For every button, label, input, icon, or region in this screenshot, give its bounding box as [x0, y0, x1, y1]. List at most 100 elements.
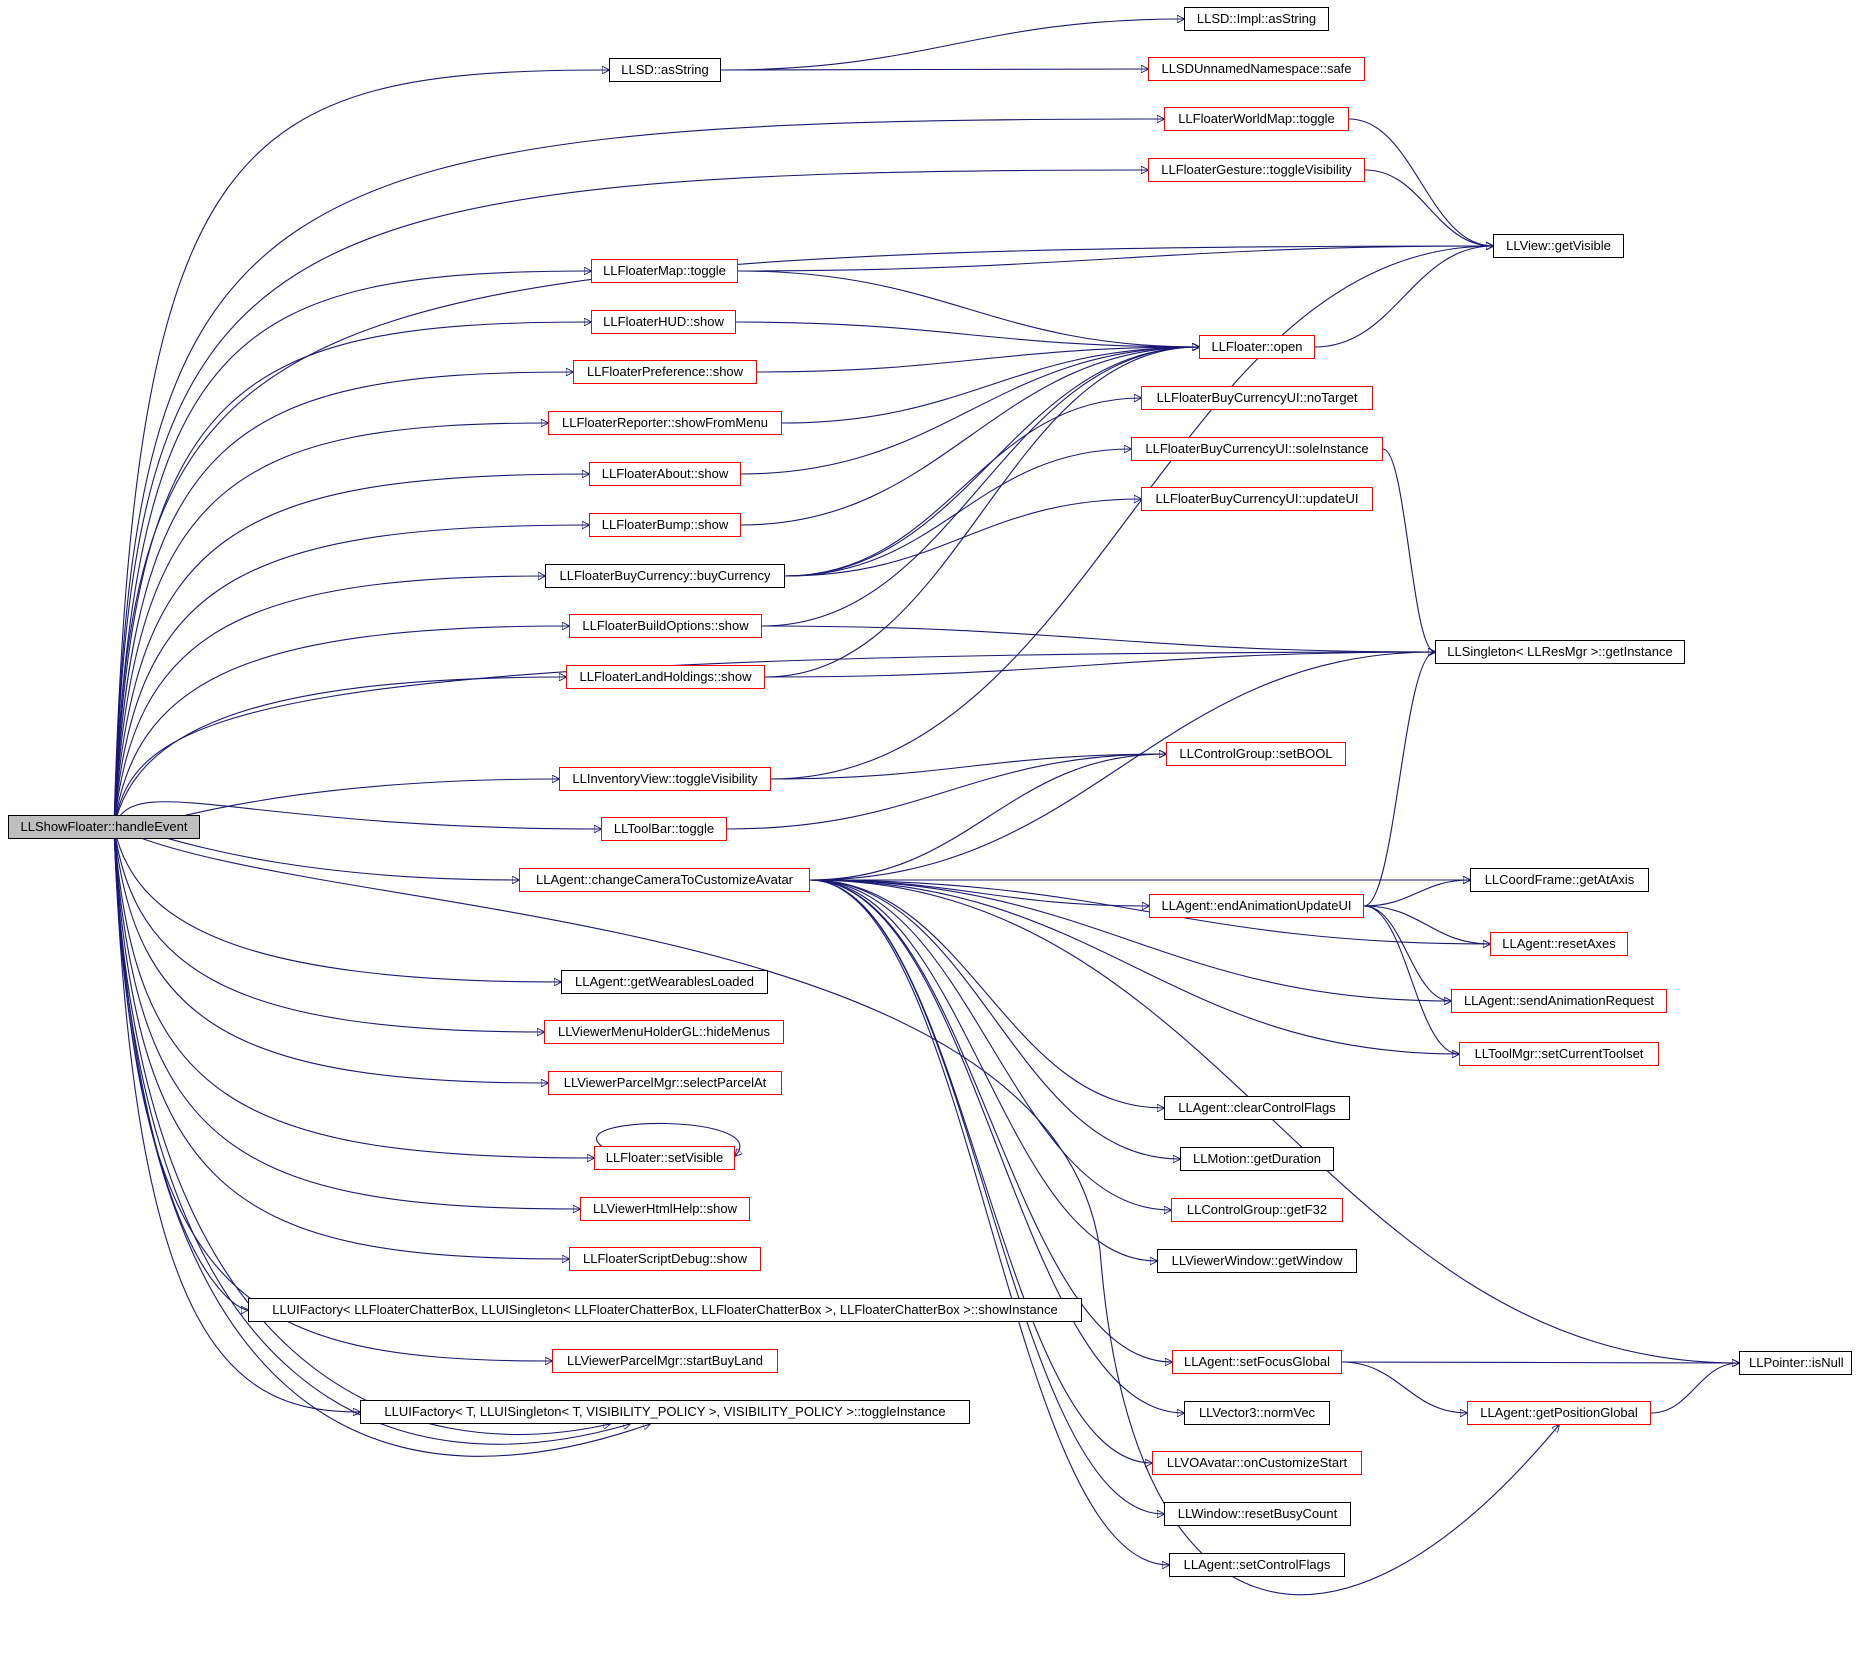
edge-n24-to-n45 — [809, 879, 1184, 1413]
edge-root-to-n44 — [113, 826, 360, 1412]
edge-root-to-n36 — [113, 826, 580, 1209]
node-llfloaterbump-show[interactable]: LLFloaterBump::show — [589, 513, 741, 537]
node-llsingleton-llresmgr-getinstance[interactable]: LLSingleton< LLResMgr >::getInstance — [1435, 640, 1685, 664]
node-llagent-resetaxes[interactable]: LLAgent::resetAxes — [1490, 932, 1628, 956]
node-llfloaterlandholdings-show[interactable]: LLFloaterLandHoldings::show — [566, 665, 765, 689]
node-llagent-getpositionglobal[interactable]: LLAgent::getPositionGlobal — [1467, 1401, 1651, 1425]
edge-root-to-n01 — [113, 70, 609, 828]
edge-root-to-n44-c — [113, 826, 650, 1457]
edge-n05-to-n06 — [1364, 169, 1493, 246]
node-llview-getvisible[interactable]: LLView::getVisible — [1493, 234, 1624, 258]
node-llfloaterbuildoptions-show[interactable]: LLFloaterBuildOptions::show — [569, 614, 762, 638]
node-llsd-asstring[interactable]: LLSD::asString — [609, 58, 721, 82]
node-llagent-clearcontrolflags[interactable]: LLAgent::clearControlFlags — [1164, 1096, 1350, 1120]
edge-n04-to-n06 — [1348, 118, 1493, 246]
node-lltoolbar-toggle[interactable]: LLToolBar::toggle — [601, 817, 727, 841]
edge-n07-to-n09 — [737, 270, 1199, 347]
node-llviewerwindow-getwindow[interactable]: LLViewerWindow::getWindow — [1157, 1249, 1357, 1273]
node-llviewermenuholdergl-hidemenus[interactable]: LLViewerMenuHolderGL::hideMenus — [544, 1020, 784, 1044]
edge-root-to-n44-b — [113, 826, 630, 1445]
node-llfloatermap-toggle[interactable]: LLFloaterMap::toggle — [591, 259, 738, 283]
node-llagent-getwearablesloaded[interactable]: LLAgent::getWearablesLoaded — [561, 970, 768, 994]
edge-n10-to-n09 — [756, 347, 1199, 373]
node-llagent-changecameratocustomizeavatar[interactable]: LLAgent::changeCameraToCustomizeAvatar — [519, 868, 810, 892]
node-llcontrolgroup-getf32[interactable]: LLControlGroup::getF32 — [1171, 1198, 1343, 1222]
node-llvector3-normvec[interactable]: LLVector3::normVec — [1184, 1401, 1330, 1425]
node-lluifactory-llfloaterchatterbox-showinstance[interactable]: LLUIFactory< LLFloaterChatterBox, LLUISi… — [248, 1298, 1082, 1322]
node-llviewerparcelmgr-startbuyland[interactable]: LLViewerParcelMgr::startBuyLand — [552, 1349, 778, 1373]
node-lluifactory-t-toggleinstance[interactable]: LLUIFactory< T, LLUISingleton< T, VISIBI… — [360, 1400, 970, 1424]
edge-root-to-n17 — [113, 576, 545, 828]
edge-root-to-n20 — [113, 677, 566, 828]
edge-root-to-n08 — [113, 322, 591, 828]
edge-root-to-n32 — [113, 826, 548, 1083]
edge-n24-to-n21 — [809, 754, 1166, 881]
edge-root-to-n19 — [113, 652, 1435, 828]
edge-root-to-n12 — [113, 423, 548, 828]
edge-n20-to-n09 — [764, 347, 1199, 678]
node-llcoordframe-getataxis[interactable]: LLCoordFrame::getAtAxis — [1470, 868, 1649, 892]
edge-n08-to-n09 — [735, 321, 1199, 347]
edge-root-to-n38 — [113, 826, 569, 1259]
node-llfloaterhud-show[interactable]: LLFloaterHUD::show — [591, 310, 736, 334]
node-llpointer-isnull[interactable]: LLPointer::isNull — [1739, 1351, 1852, 1375]
edge-root-to-n28 — [113, 826, 561, 982]
node-llagent-sendanimationrequest[interactable]: LLAgent::sendAnimationRequest — [1451, 989, 1667, 1013]
edge-n07-to-n06 — [737, 246, 1493, 272]
edge-n01-to-n02 — [720, 19, 1184, 71]
edge-n26-to-n27 — [1363, 905, 1490, 944]
node-llagent-setfocusglobal[interactable]: LLAgent::setFocusGlobal — [1172, 1350, 1342, 1374]
node-lltoolmgr-setcurrenttoolset[interactable]: LLToolMgr::setCurrentToolset — [1459, 1042, 1659, 1066]
node-llagent-setcontrolflags[interactable]: LLAgent::setControlFlags — [1169, 1553, 1345, 1577]
edge-n24-to-n49 — [809, 879, 1169, 1565]
edge-n24-to-n19 — [809, 652, 1435, 881]
edge-n24-to-n33 — [809, 879, 1164, 1108]
edge-root-to-n16 — [113, 525, 589, 828]
edge-n12-to-n09 — [781, 347, 1199, 424]
node-llfloatergesture-togglevisibility[interactable]: LLFloaterGesture::toggleVisibility — [1148, 158, 1365, 182]
node-llfloaterreporter-showfrommenu[interactable]: LLFloaterReporter::showFromMenu — [548, 411, 782, 435]
edge-n26-to-n19 — [1363, 652, 1435, 907]
edge-n24-to-n39 — [809, 879, 1157, 1261]
edge-n26-to-n29 — [1363, 905, 1451, 1001]
edge-n18-to-n09 — [761, 347, 1199, 627]
node-llsd-impl-asstring[interactable]: LLSD::Impl::asString — [1184, 7, 1329, 31]
node-llviewerparcelmgr-selectparcelat[interactable]: LLViewerParcelMgr::selectParcelAt — [548, 1071, 782, 1095]
edge-n24-to-n31 — [809, 879, 1459, 1054]
node-llfloater-setvisible[interactable]: LLFloater::setVisible — [594, 1146, 735, 1170]
edge-root-to-n06 — [113, 246, 1493, 828]
node-llvoavatar-oncustomizestart[interactable]: LLVOAvatar::onCustomizeStart — [1152, 1451, 1362, 1475]
node-llsdunnamednamespace-safe[interactable]: LLSDUnnamedNamespace::safe — [1148, 57, 1365, 81]
node-llfloaterbuycurrency-buycurrency[interactable]: LLFloaterBuyCurrency::buyCurrency — [545, 564, 785, 588]
node-llfloaterbuycurrencyui-soleinstance[interactable]: LLFloaterBuyCurrencyUI::soleInstance — [1131, 437, 1383, 461]
edge-n09-to-n06 — [1314, 246, 1493, 348]
edge-n22-to-n06 — [770, 246, 1493, 780]
edge-n23-to-n21 — [726, 754, 1166, 830]
node-llfloaterbuycurrencyui-notarget[interactable]: LLFloaterBuyCurrencyUI::noTarget — [1141, 386, 1373, 410]
node-llviewerhtmlhelp-show[interactable]: LLViewerHtmlHelp::show — [580, 1197, 750, 1221]
edge-n24-to-n48 — [809, 879, 1164, 1514]
edge-root-to-n14 — [113, 474, 589, 828]
node-llfloaterpreference-show[interactable]: LLFloaterPreference::show — [573, 360, 757, 384]
node-llmotion-getduration[interactable]: LLMotion::getDuration — [1180, 1147, 1334, 1171]
node-llfloater-open[interactable]: LLFloater::open — [1199, 335, 1315, 359]
edge-n18-to-n19 — [761, 625, 1435, 652]
node-llfloaterworldmap-toggle[interactable]: LLFloaterWorldMap::toggle — [1164, 107, 1349, 131]
node-llfloaterbuycurrencyui-updateui[interactable]: LLFloaterBuyCurrencyUI::updateUI — [1141, 487, 1373, 511]
node-llagent-endanimationupdateui[interactable]: LLAgent::endAnimationUpdateUI — [1149, 894, 1364, 918]
node-llfloaterabout-show[interactable]: LLFloaterAbout::show — [589, 462, 741, 486]
node-llshowfloater-handleevent[interactable]: LLShowFloater::handleEvent — [8, 815, 200, 839]
edge-root-to-n07 — [113, 271, 591, 828]
edge-root-to-n44-a — [113, 826, 610, 1435]
node-llinventoryview-togglevisibility[interactable]: LLInventoryView::toggleVisibility — [559, 767, 771, 791]
node-llcontrolgroup-setbool[interactable]: LLControlGroup::setBOOL — [1166, 742, 1346, 766]
edge-n17-to-n15 — [784, 499, 1141, 577]
edge-root-to-n34 — [113, 826, 594, 1158]
edge-n24-to-n35 — [809, 879, 1180, 1159]
edge-root-to-n46 — [113, 826, 1559, 1596]
node-llwindow-resetbusycount[interactable]: LLWindow::resetBusyCount — [1164, 1502, 1351, 1526]
node-llfloaterscriptdebug-show[interactable]: LLFloaterScriptDebug::show — [569, 1247, 761, 1271]
edge-root-to-n42 — [113, 826, 552, 1361]
